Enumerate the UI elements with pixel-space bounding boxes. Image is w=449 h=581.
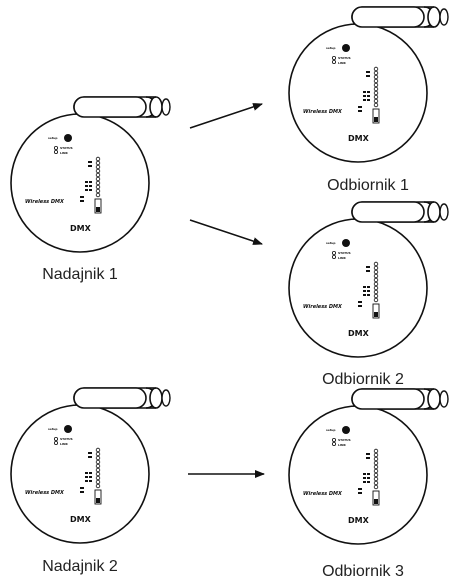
svg-text:Wireless DMX: Wireless DMX — [25, 490, 65, 496]
device-odbiornik-2: setup STATUS LINK Wireless DMX DMX — [288, 201, 449, 358]
device-odbiornik-1: setup STATUS LINK Wireless DMX DMX — [288, 6, 449, 163]
svg-text:LINK: LINK — [338, 256, 347, 260]
svg-text:setup: setup — [326, 241, 336, 245]
logo: DMX — [70, 224, 92, 233]
device-nadajnik-2: setup STATUS LINK Wireless DMX DMX — [10, 387, 171, 544]
svg-text:STATUS: STATUS — [338, 56, 351, 60]
arrow-nadajnik1-odbiornik1 — [189, 103, 263, 129]
svg-text:LINK: LINK — [338, 443, 347, 447]
svg-text:STATUS: STATUS — [338, 438, 351, 442]
svg-text:STATUS: STATUS — [338, 251, 351, 255]
svg-text:setup: setup — [48, 136, 58, 140]
svg-text:setup: setup — [326, 46, 336, 50]
device-odbiornik-3: setup STATUS LINK Wireless DMX DMX — [288, 388, 449, 545]
svg-text:Wireless DMX: Wireless DMX — [303, 304, 343, 310]
svg-text:Wireless DMX: Wireless DMX — [25, 199, 65, 205]
svg-text:LINK: LINK — [60, 442, 69, 446]
logo: DMX — [348, 516, 370, 525]
svg-text:setup: setup — [326, 428, 336, 432]
svg-text:STATUS: STATUS — [60, 437, 73, 441]
label-nadajnik-1: Nadajnik 1 — [42, 266, 118, 283]
arrow-nadajnik1-odbiornik2 — [189, 219, 263, 245]
logo: DMX — [70, 515, 92, 524]
svg-text:STATUS: STATUS — [60, 146, 73, 150]
svg-text:LINK: LINK — [60, 151, 69, 155]
label-nadajnik-2: Nadajnik 2 — [42, 558, 118, 575]
logo: DMX — [348, 134, 370, 143]
svg-text:LINK: LINK — [338, 61, 347, 65]
svg-text:setup: setup — [48, 427, 58, 431]
device-nadajnik-1: setup STATUS LINK Wireless DMX DMX — [10, 96, 171, 253]
label-odbiornik-1: Odbiornik 1 — [327, 177, 409, 194]
label-odbiornik-3: Odbiornik 3 — [322, 563, 404, 580]
svg-text:Wireless DMX: Wireless DMX — [303, 491, 343, 497]
svg-text:Wireless DMX: Wireless DMX — [303, 109, 343, 115]
label-odbiornik-2: Odbiornik 2 — [322, 371, 404, 388]
logo: DMX — [348, 329, 370, 338]
